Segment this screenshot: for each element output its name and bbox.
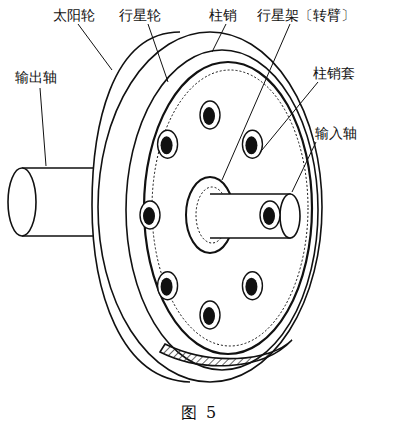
leader-line xyxy=(78,24,112,70)
output-shaft-end xyxy=(8,168,36,236)
leader-line xyxy=(148,24,168,82)
input-shaft-end xyxy=(280,194,300,238)
pin-sleeve xyxy=(140,201,160,229)
pin xyxy=(143,207,155,225)
pin-sleeve xyxy=(242,272,262,300)
part-label: 输出轴 xyxy=(14,70,58,85)
part-label: 行星架〔转臂〕 xyxy=(256,8,356,23)
part-label: 太阳轮 xyxy=(52,8,96,23)
pin-sleeve xyxy=(200,301,220,329)
part-label: 行星轮 xyxy=(118,8,162,23)
pin xyxy=(161,136,173,154)
planet-wheel xyxy=(144,62,312,354)
pin-sleeve xyxy=(158,130,178,158)
part-label: 柱销套 xyxy=(312,66,356,81)
input-shaft xyxy=(210,194,290,238)
pin-sleeve xyxy=(260,201,280,229)
leader-line xyxy=(212,24,226,52)
pin-sleeve xyxy=(200,101,220,129)
leader-line xyxy=(40,88,46,166)
part-label: 柱销 xyxy=(208,8,238,23)
pin xyxy=(245,136,257,154)
pin-sleeve xyxy=(158,272,178,300)
leader-line xyxy=(262,82,318,150)
pin xyxy=(245,278,257,296)
pin xyxy=(203,307,215,325)
part-label: 输入轴 xyxy=(314,126,358,141)
pin xyxy=(161,278,173,296)
planet-wheel-teeth xyxy=(152,70,308,346)
figure-caption: 图 5 xyxy=(180,404,219,422)
leader-line xyxy=(222,24,290,180)
pin xyxy=(263,207,275,225)
pin xyxy=(203,107,215,125)
leader-line xyxy=(292,142,316,192)
sun-wheel-inner xyxy=(126,50,318,370)
pin-sleeve xyxy=(242,130,262,158)
sun-wheel xyxy=(98,32,322,382)
